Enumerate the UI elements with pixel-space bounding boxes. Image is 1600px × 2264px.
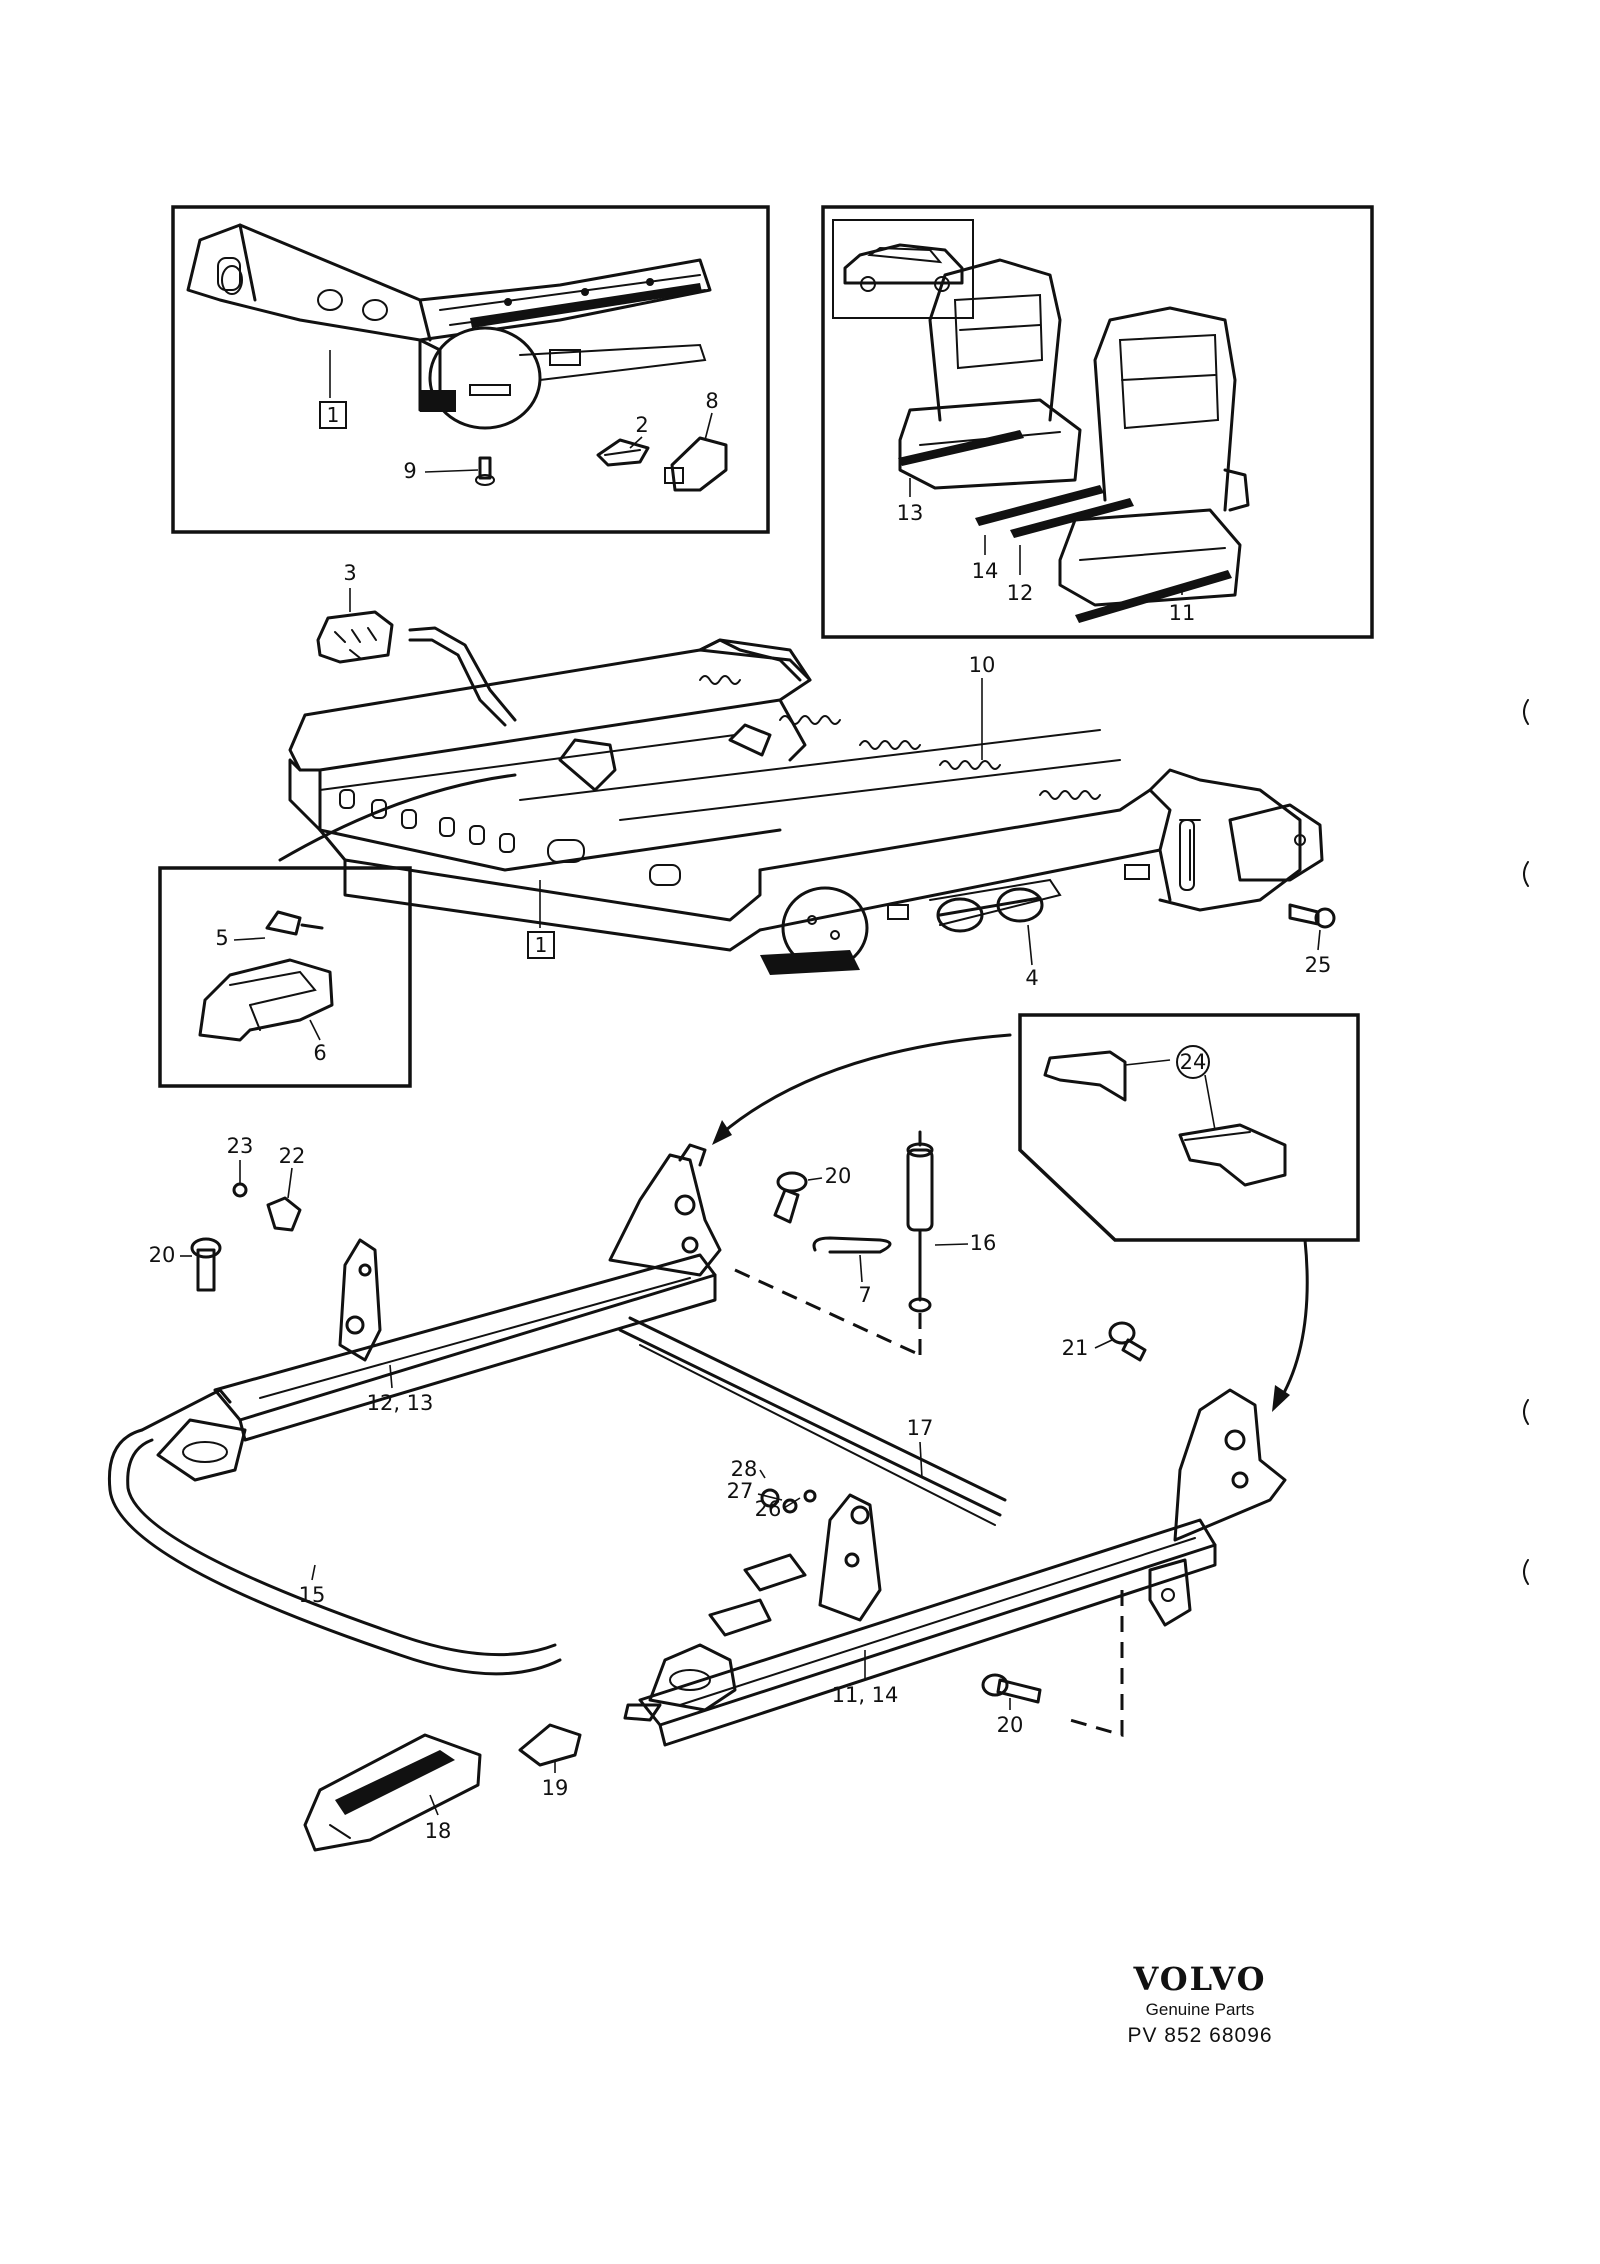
inset-seats: 13 14 12 11 xyxy=(821,205,1374,639)
reference-arrows xyxy=(712,1033,1309,1412)
slide-rail-assembly: 23 22 20 20 16 7 12, 13 21 17 28 27 26 1… xyxy=(107,1130,1287,1852)
inset-part-24: 24 xyxy=(1018,1013,1360,1242)
callout-8: 8 xyxy=(705,389,718,413)
callout-13-seat: 13 xyxy=(897,501,924,525)
callout-15: 15 xyxy=(299,1583,326,1607)
callout-3: 3 xyxy=(343,561,356,585)
callout-14-seat: 14 xyxy=(972,559,999,583)
callout-6: 6 xyxy=(313,1041,326,1065)
callout-26: 26 xyxy=(755,1497,782,1521)
callout-7: 7 xyxy=(858,1283,871,1307)
callout-25: 25 xyxy=(1305,953,1332,977)
callout-28: 28 xyxy=(731,1457,758,1481)
callout-12-13: 12, 13 xyxy=(367,1391,434,1415)
callout-4: 4 xyxy=(1025,966,1038,990)
callout-12-seat: 12 xyxy=(1007,581,1034,605)
callout-20-upper: 20 xyxy=(825,1164,852,1188)
genuine-parts-label: Genuine Parts xyxy=(1146,2000,1255,2019)
callout-11-14: 11, 14 xyxy=(832,1683,899,1707)
callout-9: 9 xyxy=(403,459,416,483)
inset-parts-5-6: 5 6 xyxy=(158,866,412,1088)
callout-21: 21 xyxy=(1062,1336,1089,1360)
callout-22: 22 xyxy=(279,1144,306,1168)
volvo-logo: VOLVO xyxy=(1133,1960,1267,1998)
callout-20-lower: 20 xyxy=(997,1713,1024,1737)
part-number: PV 852 68096 xyxy=(1127,2024,1272,2047)
callout-19: 19 xyxy=(542,1776,569,1800)
callout-23: 23 xyxy=(227,1134,254,1158)
callout-20-left: 20 xyxy=(149,1243,176,1267)
margin-marks xyxy=(1523,699,1529,1585)
branding-block: VOLVO Genuine Parts PV 852 68096 xyxy=(1127,1960,1272,2047)
callout-18: 18 xyxy=(425,1819,452,1843)
callout-2: 2 xyxy=(635,413,648,437)
springs xyxy=(699,675,1101,800)
callout-27: 27 xyxy=(727,1479,754,1503)
seat-frame-assembly: 3 10 1 4 25 xyxy=(278,561,1336,990)
callout-11-seat: 11 xyxy=(1169,601,1196,625)
inset-frame-detail: 1 2 8 9 xyxy=(171,205,770,534)
callout-24: 24 xyxy=(1180,1050,1207,1074)
callout-5: 5 xyxy=(215,926,228,950)
callout-1-inset: 1 xyxy=(327,403,340,427)
bolts xyxy=(190,1171,1147,1704)
callout-1-frame: 1 xyxy=(535,933,548,957)
callout-10: 10 xyxy=(969,653,996,677)
callout-17: 17 xyxy=(907,1416,934,1440)
callout-16: 16 xyxy=(970,1231,997,1255)
